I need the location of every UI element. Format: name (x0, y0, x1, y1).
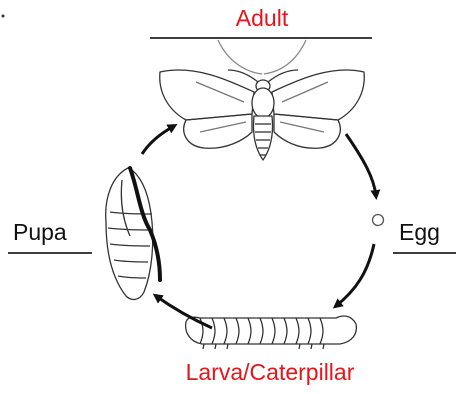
egg-label: Egg (399, 219, 440, 245)
stray-dot (2, 15, 5, 18)
caterpillar-illustration (186, 316, 357, 349)
adult-moth-illustration (160, 40, 365, 160)
arrow-adult-to-egg (346, 134, 376, 196)
larva-label: Larva/Caterpillar (186, 359, 355, 385)
pupa-label: Pupa (13, 219, 67, 245)
arrow-egg-to-larva (336, 244, 374, 306)
egg-illustration (373, 215, 384, 226)
pupa-illustration (106, 168, 153, 299)
arrow-larva-to-pupa (156, 296, 212, 328)
arrow-pupa-to-adult (142, 126, 174, 154)
adult-label: Adult (236, 5, 289, 31)
